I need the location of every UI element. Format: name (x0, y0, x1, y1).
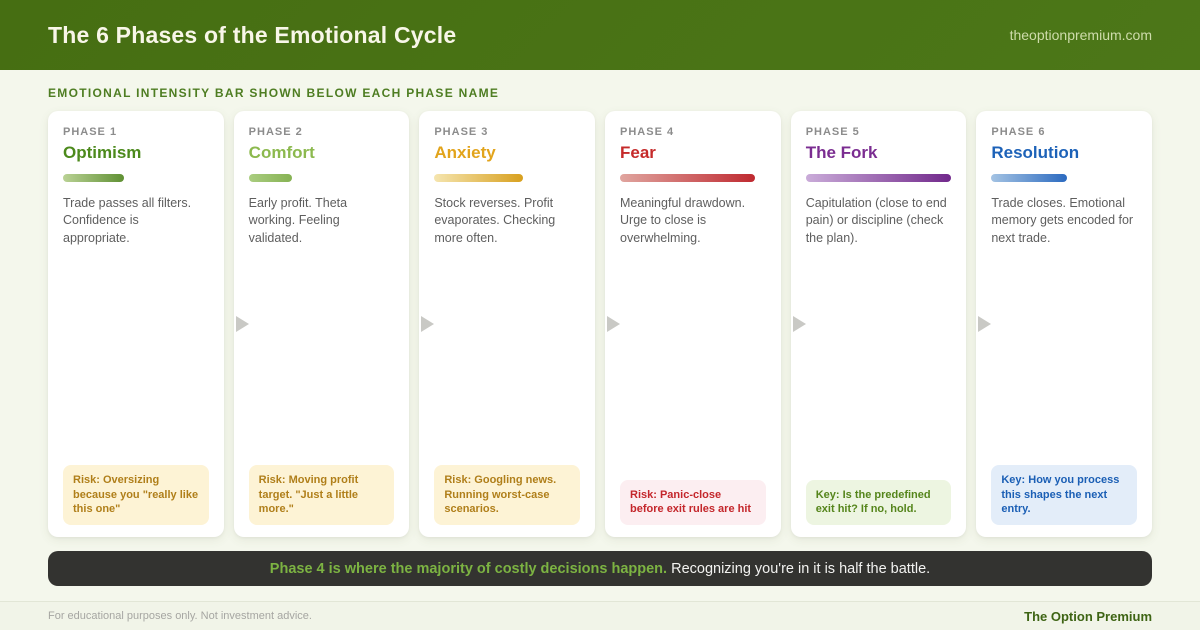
phase-description: Capitulation (close to end pain) or disc… (805, 196, 947, 245)
phase-description: Trade closes. Emotional memory gets enco… (991, 196, 1134, 245)
phase-card-comfort: PHASE 2 Comfort Early profit. Theta work… (233, 111, 410, 537)
intensity-bar (248, 174, 395, 182)
subheading: EMOTIONAL INTENSITY BAR SHOWN BELOW EACH… (48, 86, 500, 100)
intensity-bar (991, 174, 1137, 182)
intensity-bar-fill (620, 174, 756, 182)
intensity-bar-fill (434, 174, 524, 182)
phase-cards-row: PHASE 1 Optimism Trade passes all filter… (48, 111, 1153, 537)
note-box: Risk: Moving profit target. "Just a litt… (248, 465, 395, 525)
phase-description: Meaningful drawdown. Urge to close is ov… (620, 196, 746, 245)
arrow-right-icon (792, 316, 806, 332)
phase-description: Trade passes all filters. Confidence is … (63, 196, 192, 245)
intensity-bar (805, 174, 952, 182)
phase-title: Resolution (991, 143, 1080, 162)
phase-label: PHASE 6 (991, 126, 1046, 138)
phase-label: PHASE 3 (434, 126, 489, 138)
intensity-bar (620, 174, 766, 182)
arrow-right-icon (421, 316, 435, 332)
phase-label: PHASE 2 (248, 126, 303, 138)
arrow-right-icon (235, 316, 249, 332)
note-box: Key: How you process this shapes the nex… (991, 465, 1138, 525)
callout-highlight: Phase 4 is where the majority of costly … (269, 560, 668, 577)
page-title: The 6 Phases of the Emotional Cycle (48, 21, 457, 48)
note-box: Key: Is the predefined exit hit? If no, … (805, 479, 952, 525)
phase-title: The Fork (805, 143, 878, 162)
phase-label: PHASE 4 (620, 126, 675, 138)
footer: For educational purposes only. Not inves… (0, 601, 1200, 630)
intensity-bar-fill (63, 174, 125, 182)
callout-banner: Phase 4 is where the majority of costly … (48, 551, 1152, 586)
note-box: Risk: Googling news. Running worst-case … (434, 465, 581, 525)
phase-description: Early profit. Theta working. Feeling val… (248, 196, 348, 245)
phase-description: Stock reverses. Profit evaporates. Check… (434, 196, 556, 245)
site-url: theoptionpremium.com (1009, 27, 1152, 43)
intensity-bar-fill (805, 174, 952, 182)
intensity-bar (63, 174, 209, 182)
phase-card-anxiety: PHASE 3 Anxiety Stock reverses. Profit e… (419, 111, 596, 537)
intensity-bar (434, 174, 580, 182)
phase-card-optimism: PHASE 1 Optimism Trade passes all filter… (48, 111, 224, 537)
disclaimer-text: For educational purposes only. Not inves… (48, 610, 312, 622)
phase-label: PHASE 1 (63, 126, 118, 138)
phase-title: Fear (620, 143, 656, 162)
intensity-bar-fill (248, 174, 293, 182)
phase-title: Anxiety (434, 143, 496, 162)
note-box: Risk: Oversizing because you "really lik… (63, 465, 209, 525)
phase-label: PHASE 5 (805, 126, 860, 138)
arrow-right-icon (607, 316, 620, 332)
brand-name: The Option Premium (1024, 608, 1152, 624)
phase-card-resolution: PHASE 6 Resolution Trade closes. Emotion… (976, 111, 1153, 537)
phase-title: Comfort (248, 143, 315, 162)
main-content: EMOTIONAL INTENSITY BAR SHOWN BELOW EACH… (0, 70, 1200, 586)
arrow-right-icon (978, 316, 992, 332)
phase-card-fear: PHASE 4 Fear Meaningful drawdown. Urge t… (605, 111, 781, 537)
phase-title: Optimism (63, 143, 142, 162)
header: The 6 Phases of the Emotional Cycle theo… (0, 0, 1200, 70)
note-box: Risk: Panic-close before exit rules are … (620, 479, 766, 525)
phase-card-the-fork: PHASE 5 The Fork Capitulation (close to … (790, 111, 967, 537)
callout-rest: Recognizing you're in it is half the bat… (671, 560, 931, 577)
intensity-bar-fill (991, 174, 1068, 182)
